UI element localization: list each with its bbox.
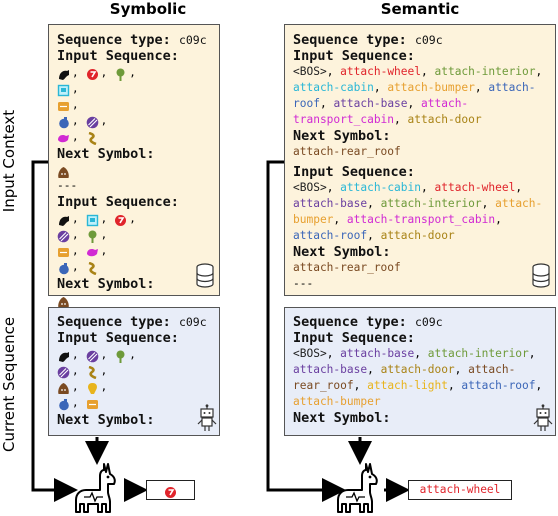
symbol-sequence-1: ,,, , , ,, , bbox=[57, 64, 207, 145]
bumper-icon bbox=[57, 244, 70, 257]
token: attach-door bbox=[407, 113, 482, 126]
input-sequence-label: Input Sequence: bbox=[293, 330, 415, 346]
input-sequence-label: Input Sequence: bbox=[57, 194, 179, 210]
interior-icon bbox=[86, 228, 99, 243]
token: <BOS> bbox=[293, 347, 327, 360]
input-sequence-label: Input Sequence: bbox=[293, 164, 415, 180]
roof-icon bbox=[57, 114, 70, 128]
ellipsis: --- bbox=[293, 277, 314, 290]
token: attach-light bbox=[367, 379, 448, 392]
database-icon bbox=[196, 263, 214, 288]
door-icon bbox=[86, 364, 99, 379]
roof-icon bbox=[57, 260, 70, 274]
token: attach-rear_roof bbox=[293, 363, 516, 392]
cabin-icon bbox=[86, 212, 99, 226]
token: attach-base bbox=[340, 347, 415, 360]
interior-icon bbox=[114, 66, 127, 81]
robot-icon bbox=[197, 404, 217, 431]
robot-icon bbox=[533, 404, 553, 431]
token: attach-cabin bbox=[293, 81, 374, 94]
transport-cabin-icon bbox=[86, 244, 99, 257]
token: attach-base bbox=[293, 363, 368, 376]
sequence-type-label: Sequence type: c09c bbox=[293, 314, 443, 330]
token-sequence-1: <BOS>, attach-wheel, attach-interior, at… bbox=[293, 65, 543, 126]
transport-cabin-icon bbox=[57, 130, 70, 143]
token: attach-roof bbox=[293, 229, 368, 242]
bumper-icon bbox=[57, 98, 70, 111]
token: attach-base bbox=[293, 197, 368, 210]
token: attach-transport_cabin bbox=[346, 213, 496, 226]
llama-icon bbox=[75, 463, 116, 513]
semantic-current-panel: Sequence type: c09c Input Sequence: <BOS… bbox=[284, 307, 556, 436]
token: attach-wheel bbox=[434, 181, 516, 194]
wheel-icon bbox=[164, 484, 177, 498]
token: attach-bumper bbox=[293, 395, 381, 408]
next-token-1: attach-rear_roof bbox=[293, 145, 401, 158]
semantic-output-box: attach-wheel bbox=[408, 480, 512, 500]
cabin-icon bbox=[57, 82, 70, 96]
input-sequence-label: Input Sequence: bbox=[293, 48, 415, 64]
token: attach-door bbox=[380, 229, 455, 242]
header-symbolic: Symbolic bbox=[109, 0, 187, 18]
token: attach-roof bbox=[293, 81, 536, 110]
next-token-2: attach-rear_roof bbox=[293, 261, 401, 274]
ellipsis: --- bbox=[57, 179, 78, 192]
wheel-icon bbox=[114, 212, 127, 226]
database-icon bbox=[532, 263, 550, 288]
token: <BOS> bbox=[293, 65, 327, 78]
input-sequence-label: Input Sequence: bbox=[57, 330, 179, 346]
next-symbol-label: Next Symbol: bbox=[57, 276, 155, 292]
next-symbol-label: Next Symbol: bbox=[293, 244, 391, 260]
symbolic-output-box bbox=[146, 480, 195, 500]
token: <BOS> bbox=[293, 181, 327, 194]
rear-roof-icon bbox=[57, 294, 70, 308]
black-shape-icon bbox=[57, 212, 70, 226]
base-icon bbox=[57, 228, 70, 242]
token: attach-bumper bbox=[387, 81, 475, 94]
sequence-type-label: Sequence type: c09c bbox=[57, 314, 207, 330]
token: attach-door bbox=[380, 363, 455, 376]
output-token: attach-wheel bbox=[419, 483, 501, 496]
token: attach-interior bbox=[380, 197, 482, 210]
token: attach-interior bbox=[427, 347, 529, 360]
next-symbol-label: Next Symbol: bbox=[57, 412, 155, 428]
symbol-sequence-current: ,,, ,, ,, , bbox=[57, 346, 207, 410]
symbolic-current-panel: Sequence type: c09c Input Sequence: ,,, … bbox=[48, 307, 220, 436]
token: attach-interior bbox=[434, 65, 536, 78]
bumper-icon bbox=[86, 396, 99, 409]
token-sequence-2: <BOS>, attach-cabin, attach-wheel, attac… bbox=[293, 181, 543, 242]
rear-roof-icon bbox=[57, 380, 70, 394]
token: attach-bumper bbox=[293, 197, 543, 226]
token: attach-roof bbox=[461, 379, 536, 392]
rear-roof-icon bbox=[57, 164, 70, 178]
base-icon bbox=[86, 348, 99, 362]
semantic-context-panel: Sequence type: c09c Input Sequence: <BOS… bbox=[284, 24, 556, 296]
token: attach-cabin bbox=[340, 181, 421, 194]
symbolic-context-panel: Sequence type: c09c Input Sequence: ,,, … bbox=[48, 24, 220, 322]
roof-icon bbox=[57, 396, 70, 410]
base-icon bbox=[57, 364, 70, 378]
black-shape-icon bbox=[57, 66, 70, 80]
door-icon bbox=[86, 260, 99, 275]
next-symbol-label: Next Symbol: bbox=[293, 128, 391, 144]
sequence-type-label: Sequence type: c09c bbox=[57, 32, 207, 48]
wheel-icon bbox=[86, 66, 99, 80]
llama-icon bbox=[337, 463, 378, 513]
next-symbol-label: Next Symbol: bbox=[293, 410, 391, 426]
base-icon bbox=[86, 114, 99, 128]
input-sequence-label: Input Sequence: bbox=[57, 48, 179, 64]
door-icon bbox=[86, 130, 99, 145]
header-semantic: Semantic bbox=[380, 0, 460, 18]
black-shape-icon bbox=[57, 348, 70, 362]
light-icon bbox=[86, 380, 99, 394]
symbol-sequence-2: ,,, ,, ,, , bbox=[57, 210, 207, 275]
interior-icon bbox=[114, 348, 127, 363]
token: attach-base bbox=[333, 97, 408, 110]
token-sequence-current: <BOS>, attach-base, attach-interior, att… bbox=[293, 347, 543, 408]
sequence-type-label: Sequence type: c09c bbox=[293, 32, 443, 48]
token: attach-transport_cabin bbox=[293, 97, 469, 126]
next-symbol-label: Next Symbol: bbox=[57, 146, 155, 162]
token: attach-wheel bbox=[340, 65, 421, 78]
